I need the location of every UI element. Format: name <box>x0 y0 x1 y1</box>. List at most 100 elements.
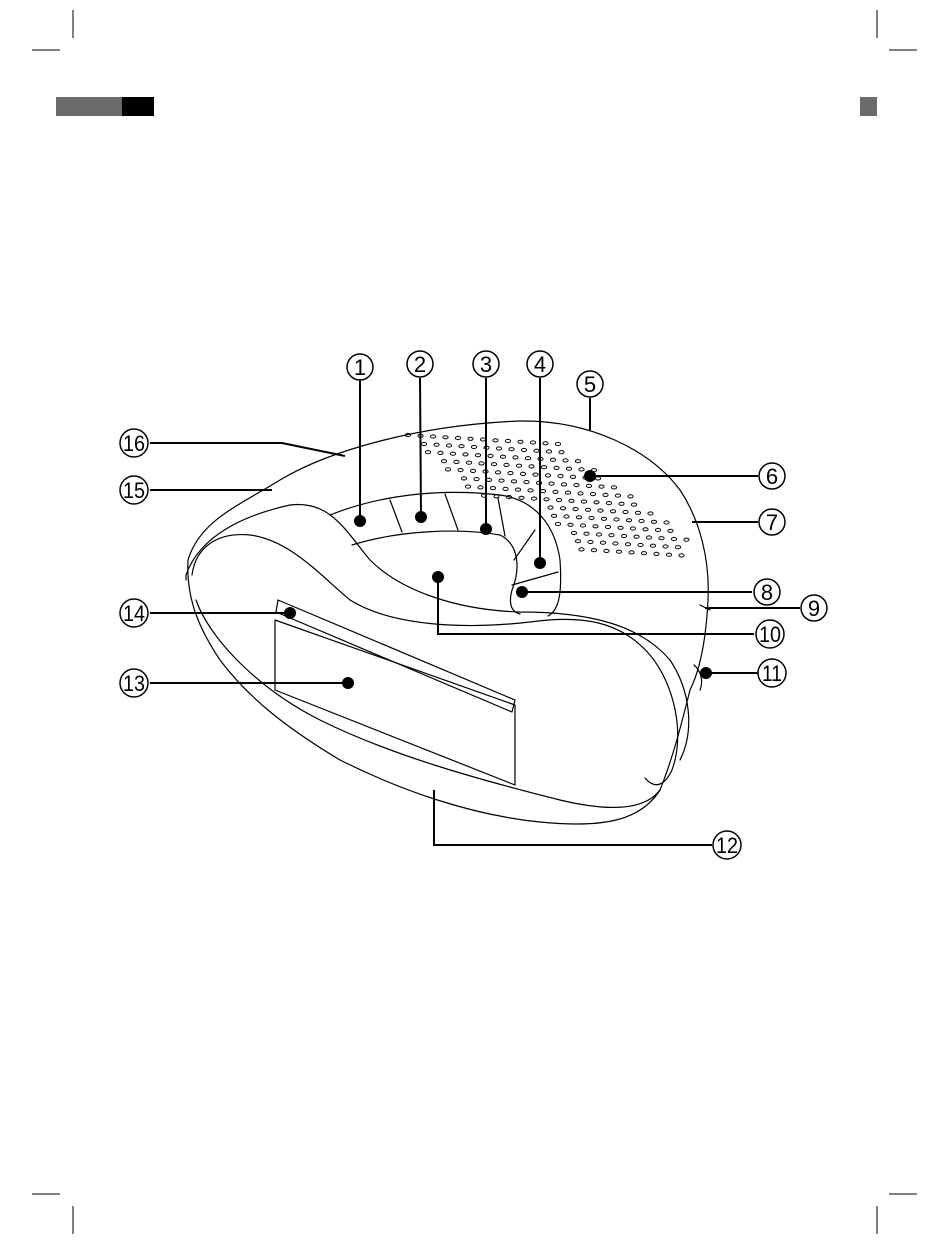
speaker-hole <box>450 452 455 455</box>
speaker-hole <box>421 442 426 445</box>
callout-3-dot <box>480 523 492 535</box>
callout-3: 3 <box>473 351 499 377</box>
speaker-hole <box>580 524 585 527</box>
speaker-hole <box>511 480 516 483</box>
speaker-hole <box>574 484 579 487</box>
speaker-hole <box>525 457 530 460</box>
speaker-hole <box>639 519 644 522</box>
speaker-hole <box>628 495 633 498</box>
speaker-hole <box>679 554 684 557</box>
callout-5-number: 5 <box>584 372 596 397</box>
speaker-hole <box>671 537 676 540</box>
speaker-hole <box>579 468 584 471</box>
speaker-hole <box>524 481 529 484</box>
speaker-hole <box>479 462 484 465</box>
speaker-hole <box>601 517 606 520</box>
speaker-hole <box>531 497 536 500</box>
front-face-lower <box>196 600 660 807</box>
speaker-hole <box>618 526 623 529</box>
speaker-hole <box>570 475 575 478</box>
speaker-hole <box>530 441 535 444</box>
speaker-hole <box>569 499 574 502</box>
speaker-hole <box>554 466 559 469</box>
callout-2: 2 <box>407 351 433 377</box>
callout-7-number: 7 <box>766 510 778 535</box>
speaker-hole <box>490 487 495 490</box>
header-tab-right <box>860 97 877 116</box>
speaker-hole <box>486 478 491 481</box>
button-separator <box>445 494 458 530</box>
speaker-hole <box>556 499 561 502</box>
speaker-hole <box>565 491 570 494</box>
speaker-hole <box>499 479 504 482</box>
button-separator <box>390 500 402 532</box>
speaker-hole <box>475 454 480 457</box>
speaker-hole <box>573 508 578 511</box>
callout-4-dot <box>534 557 546 569</box>
speaker-hole <box>503 487 508 490</box>
speaker-hole <box>641 552 646 555</box>
speaker-hole <box>480 438 485 441</box>
callout-16: 16 <box>120 429 148 457</box>
speaker-hole <box>655 528 660 531</box>
speaker-hole <box>465 485 470 488</box>
speaker-hole <box>584 532 589 535</box>
speaker-hole <box>505 439 510 442</box>
speaker-hole <box>629 551 634 554</box>
speaker-hole <box>668 529 673 532</box>
speaker-hole <box>621 534 626 537</box>
speaker-hole <box>654 552 659 555</box>
callout-6: 6 <box>759 463 785 489</box>
speaker-grille <box>405 433 689 557</box>
speaker-hole <box>509 448 514 451</box>
speaker-hole <box>638 543 643 546</box>
speaker-hole <box>513 456 518 459</box>
speaker-hole <box>521 448 526 451</box>
speaker-hole <box>684 538 689 541</box>
speaker-hole <box>576 516 581 519</box>
speaker-hole <box>568 523 573 526</box>
speaker-hole <box>518 440 523 443</box>
speaker-hole <box>550 458 555 461</box>
speaker-hole <box>540 490 545 493</box>
speaker-hole <box>458 469 463 472</box>
speaker-hole <box>600 541 605 544</box>
speaker-hole <box>504 463 509 466</box>
speaker-hole <box>463 453 468 456</box>
speaker-hole <box>555 442 560 445</box>
speaker-hole <box>446 444 451 447</box>
speaker-hole <box>596 533 601 536</box>
speaker-hole <box>520 472 525 475</box>
callout-9-number: 9 <box>808 596 820 621</box>
speaker-hole <box>648 512 653 515</box>
speaker-hole <box>609 534 614 537</box>
speaker-hole <box>500 455 505 458</box>
callout-1: 1 <box>347 354 373 380</box>
callout-7: 7 <box>759 509 785 535</box>
speaker-hole <box>579 548 584 551</box>
speaker-hole <box>603 493 608 496</box>
speaker-hole <box>675 546 680 549</box>
speaker-hole <box>488 454 493 457</box>
callout-12: 12 <box>713 831 741 859</box>
speaker-hole <box>454 460 459 463</box>
callout-15: 15 <box>120 476 148 504</box>
speaker-hole <box>650 544 655 547</box>
callout-6-dot <box>584 470 596 482</box>
speaker-hole <box>616 550 621 553</box>
speaker-hole <box>585 508 590 511</box>
callout-6-number: 6 <box>766 464 778 489</box>
speaker-hole <box>519 496 524 499</box>
speaker-hole <box>455 436 460 439</box>
speaker-hole <box>664 521 669 524</box>
callout-11: 11 <box>758 659 786 687</box>
callout-14-number: 14 <box>123 601 145 626</box>
callout-8-number: 8 <box>761 580 773 605</box>
speaker-hole <box>541 466 546 469</box>
button-separator <box>514 530 535 560</box>
callout-4: 4 <box>527 351 553 377</box>
speaker-hole <box>434 443 439 446</box>
speaker-hole <box>534 449 539 452</box>
speaker-hole <box>614 518 619 521</box>
speaker-hole <box>474 478 479 481</box>
